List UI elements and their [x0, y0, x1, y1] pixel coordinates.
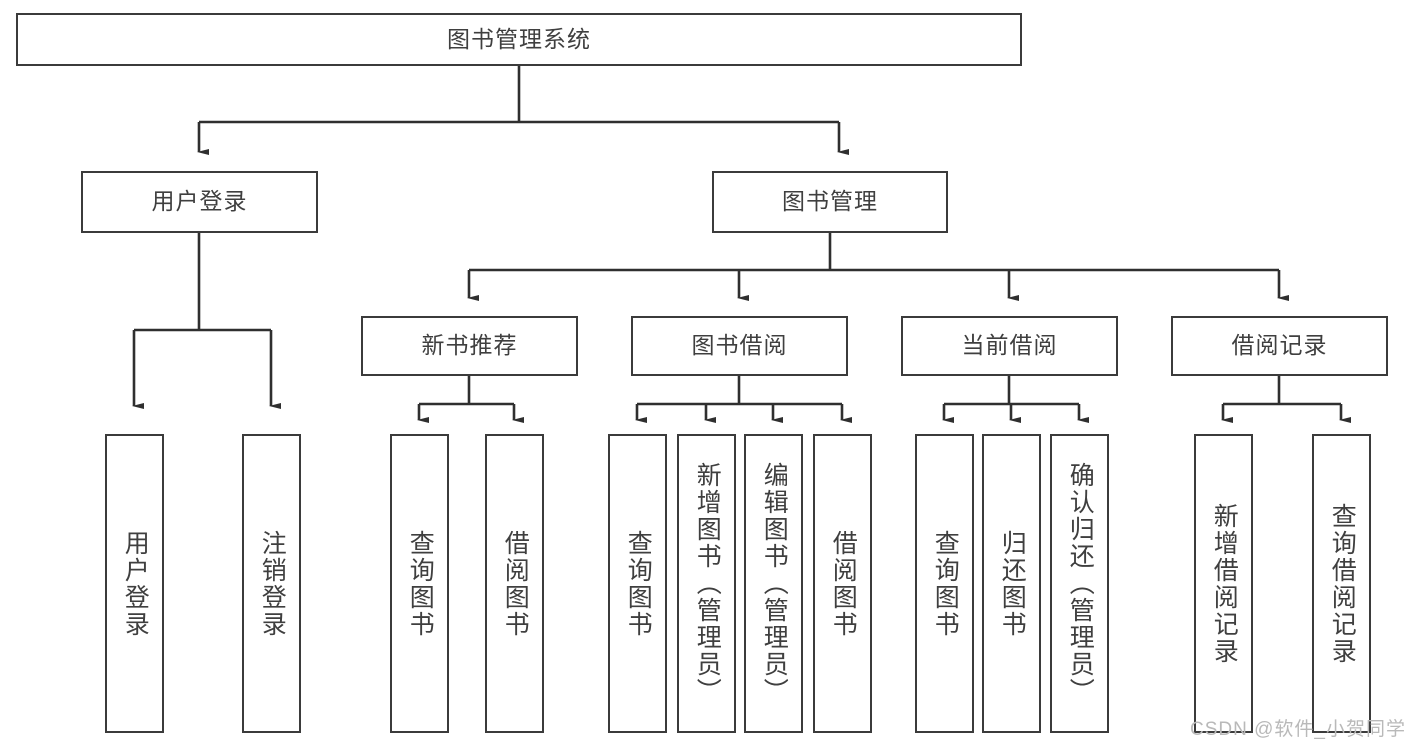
node-leaf-borrow-book-1-label: 借阅图书: [501, 529, 530, 638]
node-current-borrow[interactable]: 当前借阅: [901, 316, 1118, 376]
node-root[interactable]: 图书管理系统: [16, 13, 1022, 66]
node-leaf-query-borrow-record-label: 查询借阅记录: [1328, 502, 1357, 665]
node-book-management-label: 图书管理: [782, 188, 878, 215]
node-leaf-query-book-2-label: 查询图书: [624, 529, 653, 638]
node-leaf-query-book-1[interactable]: 查询图书: [390, 434, 449, 733]
node-leaf-logout[interactable]: 注销登录: [242, 434, 301, 733]
node-current-borrow-label: 当前借阅: [961, 332, 1058, 359]
node-leaf-add-book-admin[interactable]: 新增图书（管理员）: [677, 434, 736, 733]
node-leaf-add-borrow-record[interactable]: 新增借阅记录: [1194, 434, 1253, 733]
node-leaf-confirm-return-admin[interactable]: 确认归还（管理员）: [1050, 434, 1109, 733]
node-leaf-borrow-book-2-label: 借阅图书: [829, 529, 858, 638]
node-leaf-query-book-3-label: 查询图书: [931, 529, 960, 638]
node-leaf-add-borrow-record-label: 新增借阅记录: [1210, 502, 1239, 665]
node-new-book-recommend-label: 新书推荐: [421, 332, 518, 359]
node-leaf-return-book-label: 归还图书: [998, 529, 1027, 638]
node-user-login-label: 用户登录: [151, 188, 248, 215]
node-leaf-edit-book-admin-label: 编辑图书（管理员）: [760, 462, 789, 705]
node-new-book-recommend[interactable]: 新书推荐: [361, 316, 578, 376]
node-leaf-confirm-return-admin-label: 确认归还（管理员）: [1066, 462, 1095, 705]
node-borrow-record[interactable]: 借阅记录: [1171, 316, 1388, 376]
node-leaf-query-borrow-record[interactable]: 查询借阅记录: [1312, 434, 1371, 733]
node-root-label: 图书管理系统: [447, 25, 591, 52]
node-book-borrow-label: 图书借阅: [691, 332, 788, 359]
node-leaf-logout-label: 注销登录: [258, 529, 287, 638]
node-leaf-query-book-2[interactable]: 查询图书: [608, 434, 667, 733]
node-leaf-query-book-1-label: 查询图书: [406, 529, 435, 638]
node-leaf-query-book-3[interactable]: 查询图书: [915, 434, 974, 733]
node-leaf-edit-book-admin[interactable]: 编辑图书（管理员）: [744, 434, 803, 733]
node-borrow-record-label: 借阅记录: [1231, 332, 1328, 359]
node-user-login[interactable]: 用户登录: [81, 171, 318, 233]
node-leaf-user-login-label: 用户登录: [121, 529, 150, 638]
node-leaf-user-login[interactable]: 用户登录: [105, 434, 164, 733]
node-leaf-add-book-admin-label: 新增图书（管理员）: [693, 462, 722, 705]
node-leaf-borrow-book-2[interactable]: 借阅图书: [813, 434, 872, 733]
node-book-borrow[interactable]: 图书借阅: [631, 316, 848, 376]
node-book-management[interactable]: 图书管理: [712, 171, 948, 233]
node-leaf-return-book[interactable]: 归还图书: [982, 434, 1041, 733]
node-leaf-borrow-book-1[interactable]: 借阅图书: [485, 434, 544, 733]
csdn-watermark: CSDN @软件_小贺同学: [1190, 719, 1405, 740]
